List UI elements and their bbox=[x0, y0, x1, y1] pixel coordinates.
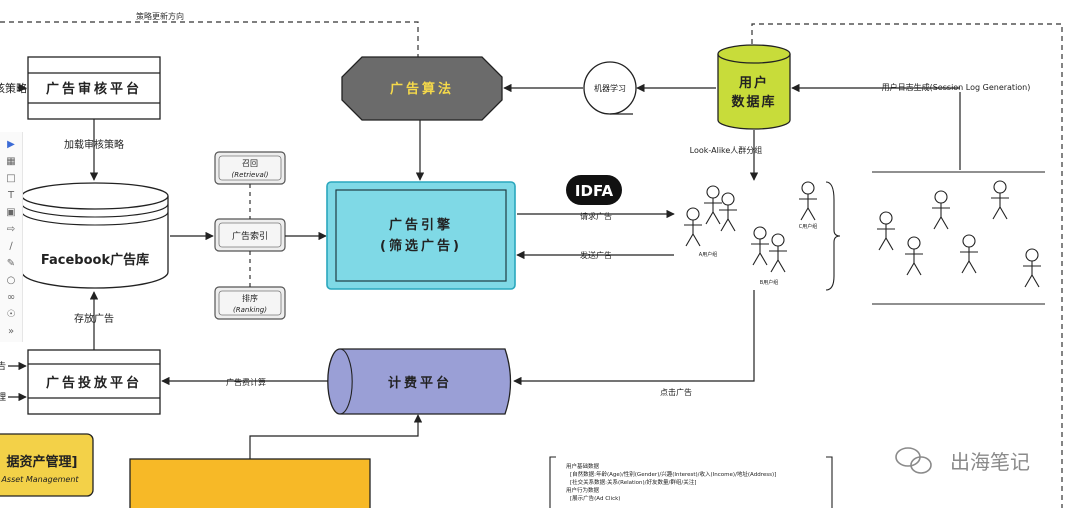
left-partial-1: 告 bbox=[0, 360, 6, 372]
ad-engine-line1: 广告引擎 bbox=[389, 217, 453, 233]
ad-library-label: Facebook广告库 bbox=[41, 252, 149, 268]
billing-platform-node[interactable]: 计费平台 bbox=[327, 348, 512, 415]
ad-index-label: 广告索引 bbox=[232, 230, 268, 242]
watermark: 出海笔记 bbox=[895, 447, 1030, 474]
line-icon[interactable]: ∕ bbox=[9, 241, 13, 252]
pointer-icon[interactable]: ▶ bbox=[7, 139, 15, 150]
ad-engine-box[interactable]: 广告引擎 (筛选广告) bbox=[326, 181, 516, 290]
retrieval-label: 召回 bbox=[242, 159, 258, 168]
ranking-box[interactable]: 排序 (Ranking) bbox=[214, 286, 286, 320]
machine-learning-node[interactable]: 机器学习 bbox=[583, 61, 637, 115]
link-icon[interactable]: ☉ bbox=[6, 309, 16, 320]
notes-line-3: [社交关系数据:关系(Relation)/好友数量/群组/关注] bbox=[570, 478, 696, 486]
rectangle-icon[interactable]: □ bbox=[6, 173, 16, 184]
ranking-label: 排序 bbox=[242, 293, 258, 303]
watermark-text: 出海笔记 bbox=[950, 450, 1030, 474]
left-toolbar: ▶ ▦ □ T ▣ ⇨ ∕ ✎ ○ ∞ ☉ » bbox=[0, 132, 23, 342]
ad-algorithm-label: 广告算法 bbox=[390, 81, 454, 97]
load-review-strategy-label: 加载审核策略 bbox=[64, 138, 124, 151]
session-log-label: 用户日志生成(Session Log Generation) bbox=[882, 82, 1031, 92]
user-database-node[interactable]: 用户 数据库 bbox=[717, 44, 791, 130]
review-platform-label: 广告审核平台 bbox=[46, 81, 142, 97]
notes-panel: 用户基础数据 [自然数据:年龄(Age)/性别(Gender)/兴趣(Inter… bbox=[549, 456, 833, 508]
notes-line-4: 用户行为数据 bbox=[566, 486, 600, 494]
shape-icon[interactable]: ⇨ bbox=[6, 224, 16, 235]
machine-learning-label: 机器学习 bbox=[594, 83, 626, 93]
strategy-update-connector: 策略更新方向 bbox=[0, 11, 419, 58]
send-ads-label: 发送广告 bbox=[580, 250, 612, 260]
ad-engine-line2: (筛选广告) bbox=[380, 238, 462, 254]
delivery-platform-box[interactable]: 广告投放平台 bbox=[27, 349, 161, 415]
connector-icon[interactable]: ∞ bbox=[6, 292, 16, 303]
orange-box[interactable] bbox=[129, 458, 371, 508]
frame-icon[interactable]: ▦ bbox=[6, 156, 16, 167]
sticky-note-icon[interactable]: ▣ bbox=[6, 207, 16, 218]
notes-line-5: [展示广告(Ad Click) bbox=[570, 494, 620, 502]
text-icon[interactable]: T bbox=[7, 190, 15, 201]
strategy-update-label: 策略更新方向 bbox=[136, 11, 184, 21]
pen-icon[interactable]: ✎ bbox=[6, 258, 16, 269]
retrieval-box[interactable]: 召回 (Retrieval) bbox=[214, 151, 286, 185]
user-db-line1: 用户 bbox=[738, 75, 769, 91]
lookalike-label: Look-Alike人群分组 bbox=[690, 145, 763, 155]
right-dashed-border bbox=[751, 23, 1063, 508]
user-population-area bbox=[872, 171, 1045, 305]
request-ads-label: 请求广告 bbox=[580, 211, 612, 221]
asset-management-title: 据资产管理] bbox=[7, 454, 78, 470]
delivery-platform-label: 广告投放平台 bbox=[46, 375, 142, 391]
user-figures-group bbox=[684, 181, 841, 291]
review-platform-box[interactable]: 广告审核平台 bbox=[27, 56, 161, 120]
user-db-line2: 数据库 bbox=[731, 94, 776, 110]
notes-line-2: [自然数据:年龄(Age)/性别(Gender)/兴趣(Interest)/收入… bbox=[570, 470, 776, 478]
ad-billing-label: 广告费计算 bbox=[226, 377, 266, 387]
ranking-en-label: (Ranking) bbox=[233, 306, 267, 314]
retrieval-en-label: (Retrieval) bbox=[232, 171, 269, 179]
idfa-label: IDFA bbox=[575, 182, 614, 200]
user-group-b-label: B用户组 bbox=[760, 279, 778, 286]
asset-management-subtitle: Asset Management bbox=[0, 475, 79, 484]
notes-line-1: 用户基础数据 bbox=[566, 462, 600, 470]
user-group-a-label: A用户组 bbox=[699, 251, 717, 258]
ad-algorithm-node[interactable]: 广告算法 bbox=[341, 56, 503, 121]
ad-index-box[interactable]: 广告索引 bbox=[214, 218, 286, 252]
store-ads-label: 存放广告 bbox=[74, 312, 114, 325]
billing-platform-label: 计费平台 bbox=[388, 375, 452, 391]
click-ads-label: 点击广告 bbox=[660, 387, 692, 397]
circle-icon[interactable]: ○ bbox=[6, 275, 16, 286]
left-partial-2: 理 bbox=[0, 392, 6, 403]
more-icon[interactable]: » bbox=[7, 326, 15, 337]
asset-management-box[interactable]: 据资产管理] Asset Management bbox=[0, 433, 94, 497]
user-group-c-label: C用户组 bbox=[799, 223, 818, 230]
wechat-icon bbox=[895, 447, 932, 474]
ad-library-cylinder[interactable]: Facebook广告库 bbox=[21, 182, 169, 289]
idfa-badge: IDFA bbox=[566, 175, 622, 205]
